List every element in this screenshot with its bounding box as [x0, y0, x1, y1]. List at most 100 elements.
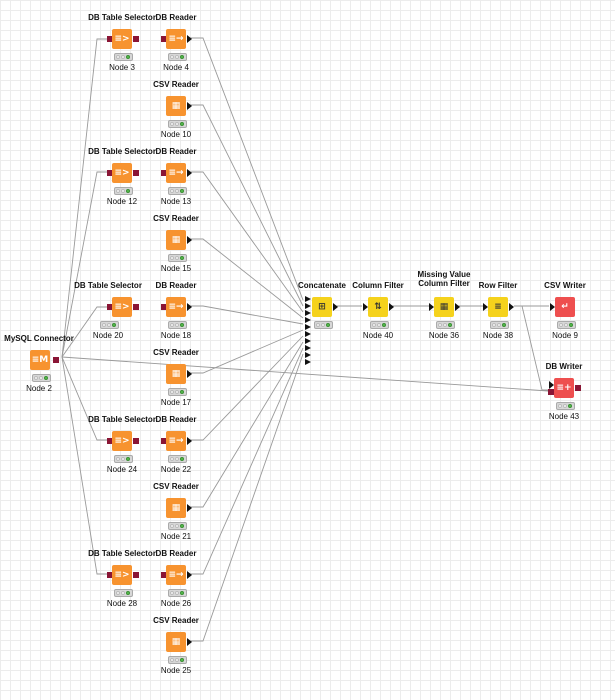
node-status-indicator [100, 321, 119, 329]
data-output-port[interactable] [187, 303, 192, 311]
db-input-port[interactable] [161, 36, 167, 42]
data-output-port[interactable] [187, 236, 192, 244]
csv-reader-icon: ▦ [166, 96, 186, 116]
db-input-port[interactable] [107, 304, 113, 310]
node-missing-value-column-filter[interactable]: Missing Value Column Filter ▦ Node 36 [404, 270, 484, 351]
data-output-port[interactable] [187, 571, 192, 579]
db-input-port[interactable] [161, 304, 167, 310]
data-input-port[interactable] [483, 303, 488, 311]
node-status-indicator [557, 321, 576, 329]
node-concatenate[interactable]: Concatenate ⊞ [282, 281, 362, 351]
node-db-table-selector[interactable]: DB Table Selector ≡> Node 28 [82, 549, 162, 619]
connection-wire [61, 171, 108, 358]
node-title: DB Table Selector [88, 13, 156, 22]
data-input-port[interactable] [549, 381, 554, 389]
csv-reader-icon: ▦ [166, 498, 186, 518]
db-writer-icon: ≡+ [554, 378, 574, 398]
node-title: Column Filter [352, 281, 404, 290]
node-db-reader[interactable]: DB Reader ≡→ Node 13 [136, 147, 216, 217]
connection-wire [189, 353, 304, 642]
db-reader-icon: ≡→ [166, 163, 186, 183]
node-title: CSV Writer [544, 281, 586, 290]
node-column-filter[interactable]: Column Filter ⇅ Node 40 [338, 281, 418, 351]
node-db-writer[interactable]: DB Writer ≡+ Node 43 [524, 362, 604, 432]
node-db-table-selector[interactable]: DB Table Selector ≡> Node 12 [82, 147, 162, 217]
data-output-port[interactable] [389, 303, 394, 311]
node-status-indicator [436, 321, 455, 329]
node-title: DB Reader [155, 147, 197, 156]
data-output-port[interactable] [187, 638, 192, 646]
node-label: Node 43 [548, 412, 580, 421]
node-status-indicator [168, 187, 187, 195]
node-title: CSV Reader [153, 80, 199, 89]
node-db-reader[interactable]: DB Reader ≡→ Node 4 [136, 13, 216, 83]
data-output-port[interactable] [187, 169, 192, 177]
node-csv-reader[interactable]: CSV Reader ▦ Node 15 [136, 214, 216, 284]
data-input-port[interactable] [363, 303, 368, 311]
connection-wire [189, 305, 304, 325]
node-label: Node 2 [26, 384, 52, 393]
db-reader-icon: ≡→ [166, 565, 186, 585]
node-csv-reader[interactable]: CSV Reader ▦ Node 10 [136, 80, 216, 150]
node-db-reader[interactable]: DB Reader ≡→ Node 18 [136, 281, 216, 351]
connection-wire [189, 347, 304, 575]
data-output-port[interactable] [187, 437, 192, 445]
db-input-port[interactable] [107, 438, 113, 444]
db-input-port[interactable] [161, 438, 167, 444]
data-output-port[interactable] [187, 35, 192, 43]
db-output-port[interactable] [133, 438, 139, 444]
db-output-port[interactable] [575, 385, 581, 391]
db-output-port[interactable] [53, 357, 59, 363]
db-output-port[interactable] [133, 170, 139, 176]
db-output-port[interactable] [133, 36, 139, 42]
node-title: CSV Reader [153, 616, 199, 625]
db-input-port[interactable] [161, 170, 167, 176]
data-input-port[interactable] [429, 303, 434, 311]
data-output-port[interactable] [333, 303, 338, 311]
db-input-port[interactable] [107, 572, 113, 578]
connection-wire [189, 104, 304, 307]
data-output-port[interactable] [187, 102, 192, 110]
node-mysql-connector[interactable]: MySQL Connector ≡M Node 2 [0, 334, 78, 404]
missing-value-filter-icon: ▦ [434, 297, 454, 317]
node-status-indicator [114, 53, 133, 61]
db-input-port[interactable] [161, 572, 167, 578]
node-title: CSV Reader [153, 348, 199, 357]
data-input-port[interactable] [550, 303, 555, 311]
node-csv-reader[interactable]: CSV Reader ▦ Node 25 [136, 616, 216, 686]
node-db-table-selector[interactable]: DB Table Selector ≡> Node 20 [68, 281, 148, 351]
concatenate-input-ports[interactable] [305, 296, 315, 366]
db-input-port[interactable] [107, 170, 113, 176]
db-output-port[interactable] [133, 304, 139, 310]
node-label: Node 13 [160, 197, 192, 206]
data-output-port[interactable] [509, 303, 514, 311]
node-db-table-selector[interactable]: DB Table Selector ≡> Node 3 [82, 13, 162, 83]
db-input-port[interactable] [548, 389, 554, 395]
node-db-table-selector[interactable]: DB Table Selector ≡> Node 24 [82, 415, 162, 485]
data-output-port[interactable] [187, 370, 192, 378]
node-db-reader[interactable]: DB Reader ≡→ Node 22 [136, 415, 216, 485]
node-label: Node 22 [160, 465, 192, 474]
node-row-filter[interactable]: Row Filter ≡ Node 38 [458, 281, 538, 351]
node-csv-reader[interactable]: CSV Reader ▦ Node 21 [136, 482, 216, 552]
node-db-reader[interactable]: DB Reader ≡→ Node 26 [136, 549, 216, 619]
node-label: Node 38 [482, 331, 514, 340]
node-title: DB Table Selector [88, 549, 156, 558]
connection-wire [61, 356, 108, 441]
node-label: Node 28 [106, 599, 138, 608]
db-reader-icon: ≡→ [166, 431, 186, 451]
db-input-port[interactable] [107, 36, 113, 42]
db-output-port[interactable] [133, 572, 139, 578]
node-label: Node 3 [109, 63, 135, 72]
node-status-indicator [168, 53, 187, 61]
table-selector-icon: ≡> [112, 297, 132, 317]
node-status-indicator [490, 321, 509, 329]
node-title: DB Reader [155, 13, 197, 22]
data-output-port[interactable] [187, 504, 192, 512]
node-csv-reader[interactable]: CSV Reader ▦ Node 17 [136, 348, 216, 418]
node-csv-writer[interactable]: CSV Writer ↵ Node 9 [525, 281, 605, 351]
data-output-port[interactable] [455, 303, 460, 311]
node-label: Node 10 [160, 130, 192, 139]
node-label: Node 36 [428, 331, 460, 340]
